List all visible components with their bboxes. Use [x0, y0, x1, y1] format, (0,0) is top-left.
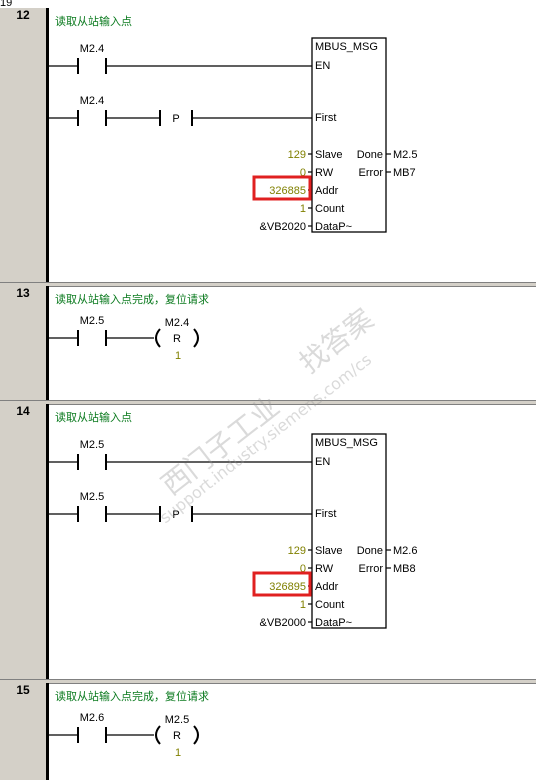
network-separator	[0, 282, 536, 287]
pin-datap-value[interactable]: &VB2000	[260, 617, 306, 629]
reset-coil[interactable]: M2.5R 1	[155, 714, 199, 759]
pin-addr-value[interactable]: 326895	[269, 581, 306, 593]
pin-en-label: EN	[315, 60, 330, 72]
pin-count-label: Count	[315, 599, 344, 611]
pin-error-value[interactable]: MB8	[393, 563, 416, 575]
ladder-diagram: M2.4M2.4PMBUS_MSGENFirstSlaveRWAddrCount…	[49, 37, 417, 233]
pin-first-label: First	[315, 508, 336, 520]
network-comment[interactable]: 读取从站输入点	[55, 411, 132, 424]
network-comment[interactable]: 读取从站输入点	[55, 15, 132, 28]
block-title: MBUS_MSG	[315, 41, 378, 53]
power-rail	[46, 8, 49, 282]
coil-count: 1	[175, 747, 181, 759]
contact-first[interactable]: M2.5	[77, 491, 107, 522]
pin-datap-label: DataP~	[315, 617, 352, 629]
prev-network-line-number: 19	[0, 0, 13, 9]
pin-first-label: First	[315, 112, 336, 124]
pin-done-label: Done	[357, 149, 383, 161]
pin-slave-label: Slave	[315, 149, 343, 161]
coil-type: R	[173, 333, 181, 345]
coil-count: 1	[175, 350, 181, 362]
coil-operand: M2.4	[165, 317, 189, 329]
network-number: 12	[0, 8, 46, 28]
positive-transition-contact[interactable]: P	[159, 110, 193, 126]
contact-operand: M2.4	[80, 43, 104, 55]
network-comment[interactable]: 读取从站输入点完成，复位请求	[55, 690, 209, 703]
pin-slave-value[interactable]: 129	[288, 545, 306, 557]
contact-first[interactable]: M2.4	[77, 95, 107, 126]
network-separator	[0, 679, 536, 684]
pin-rw-value[interactable]: 0	[300, 563, 306, 575]
ladder-diagram: M2.5M2.5PMBUS_MSGENFirstSlaveRWAddrCount…	[49, 433, 417, 629]
pin-en-label: EN	[315, 456, 330, 468]
ladder-diagram: M2.6 M2.5R 1	[49, 712, 199, 759]
power-rail	[46, 286, 49, 400]
pin-rw-label: RW	[315, 563, 334, 575]
pulse-label: P	[172, 509, 179, 521]
pin-datap-label: DataP~	[315, 221, 352, 233]
network-number: 14	[0, 404, 46, 424]
pin-count-label: Count	[315, 203, 344, 215]
pin-addr-label: Addr	[315, 581, 339, 593]
network-comment[interactable]: 读取从站输入点完成，复位请求	[55, 293, 209, 306]
contact-operand: M2.5	[80, 439, 104, 451]
network-separator	[0, 400, 536, 405]
power-rail	[46, 404, 49, 679]
pin-count-value[interactable]: 1	[300, 599, 306, 611]
contact-operand: M2.5	[80, 491, 104, 503]
pin-error-value[interactable]: MB7	[393, 167, 416, 179]
pin-slave-label: Slave	[315, 545, 343, 557]
pin-datap-value[interactable]: &VB2020	[260, 221, 306, 233]
contact-en[interactable]: M2.5	[77, 439, 107, 470]
pin-done-value[interactable]: M2.5	[393, 149, 417, 161]
addr-highlight-box	[252, 571, 312, 597]
pin-count-value[interactable]: 1	[300, 203, 306, 215]
pin-done-label: Done	[357, 545, 383, 557]
ladder-diagram: M2.5 M2.4R 1	[49, 315, 199, 362]
pin-error-label: Error	[359, 167, 384, 179]
network-number: 15	[0, 683, 46, 703]
contact-operand: M2.6	[80, 712, 104, 724]
pin-rw-value[interactable]: 0	[300, 167, 306, 179]
network-gutter	[0, 404, 47, 679]
pin-error-label: Error	[359, 563, 384, 575]
contact-en[interactable]: M2.4	[77, 43, 107, 74]
block-title: MBUS_MSG	[315, 437, 378, 449]
positive-transition-contact[interactable]: P	[159, 506, 193, 522]
contact-operand: M2.4	[80, 95, 104, 107]
coil-operand: M2.5	[165, 714, 189, 726]
pin-addr-value[interactable]: 326885	[269, 185, 306, 197]
network-gutter	[0, 8, 47, 282]
pin-addr-label: Addr	[315, 185, 339, 197]
addr-highlight-box	[252, 175, 312, 201]
reset-coil[interactable]: M2.4R 1	[155, 317, 199, 362]
pin-slave-value[interactable]: 129	[288, 149, 306, 161]
reset-contact[interactable]: M2.6	[77, 712, 107, 743]
reset-contact[interactable]: M2.5	[77, 315, 107, 346]
coil-type: R	[173, 730, 181, 742]
pulse-label: P	[172, 113, 179, 125]
contact-operand: M2.5	[80, 315, 104, 327]
pin-rw-label: RW	[315, 167, 334, 179]
pin-done-value[interactable]: M2.6	[393, 545, 417, 557]
network-number: 13	[0, 286, 46, 306]
power-rail	[46, 683, 49, 780]
